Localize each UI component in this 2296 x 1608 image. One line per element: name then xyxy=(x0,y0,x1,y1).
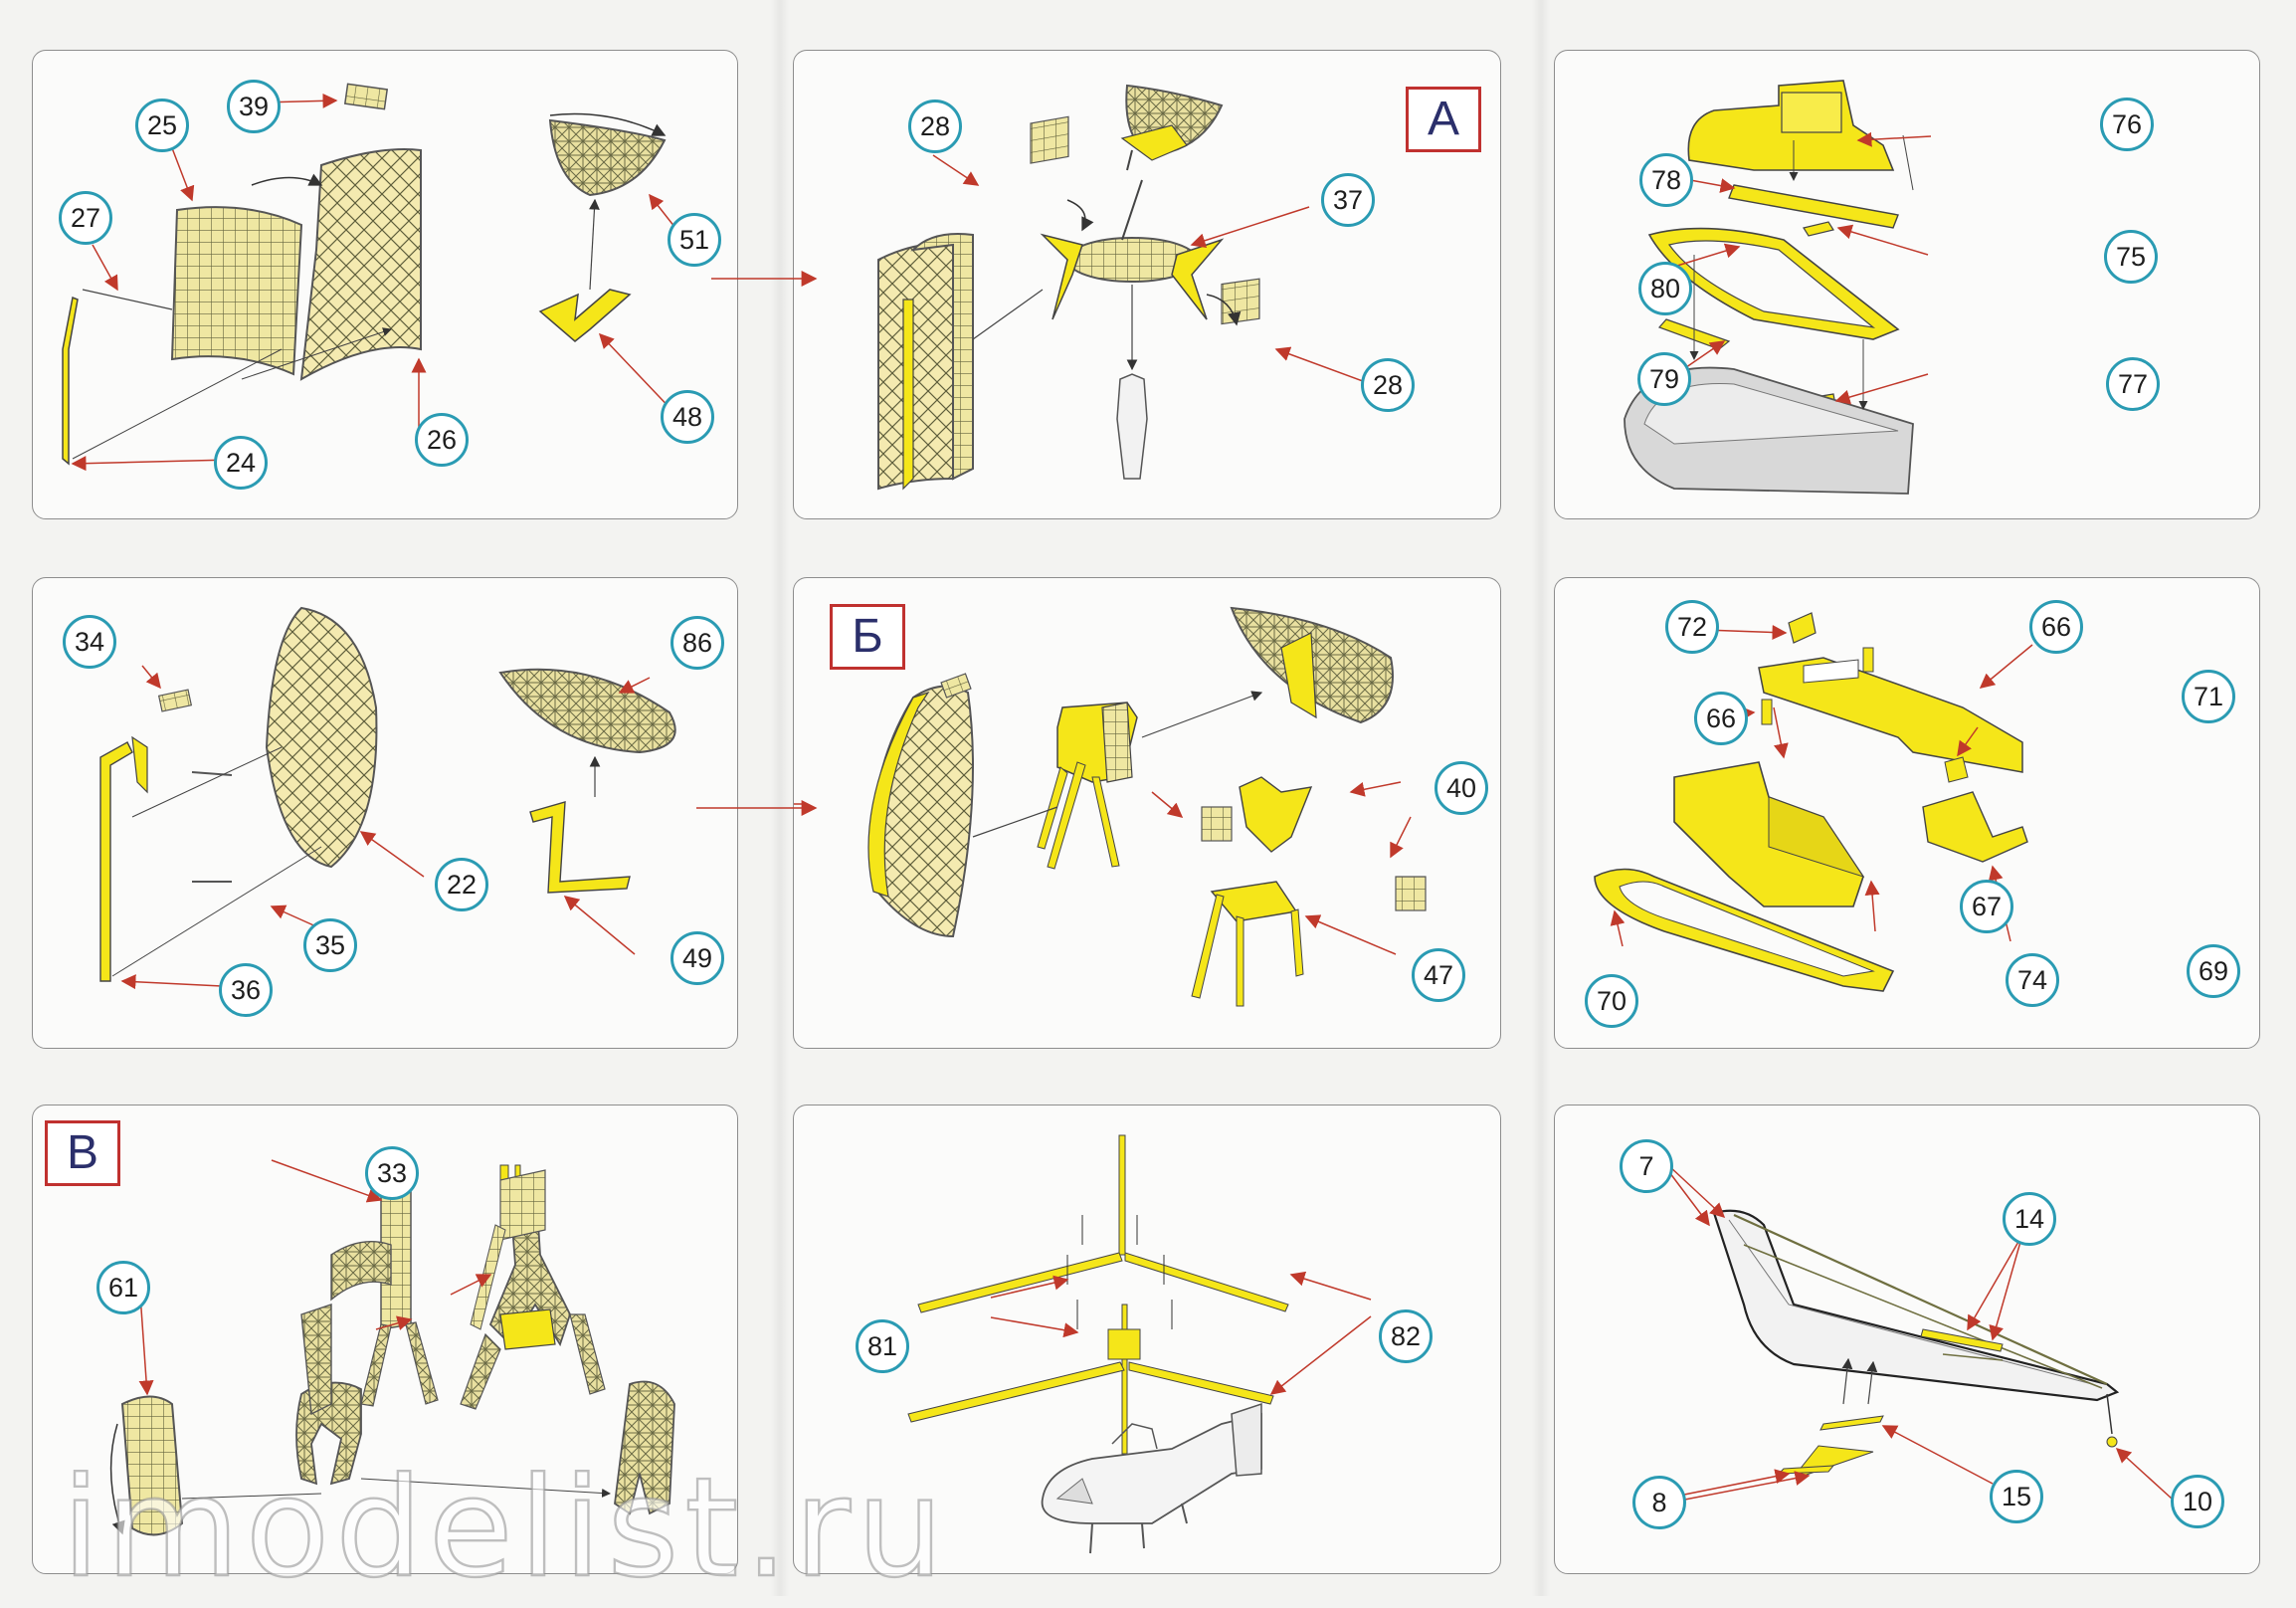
section-tag-c: В xyxy=(45,1120,120,1186)
panel-boat-assembly: 76 78 75 80 79 77 xyxy=(1554,50,2260,519)
frame-part xyxy=(1239,776,1313,853)
mast-part xyxy=(62,296,79,466)
callout-number: 51 xyxy=(668,213,721,267)
dish-part xyxy=(548,118,667,197)
mount-pylon-part xyxy=(1116,373,1148,480)
lattice-screen-part xyxy=(877,243,954,491)
crane-boom-part xyxy=(1712,1209,2120,1402)
panel-drawing xyxy=(907,1134,1372,1554)
callout-number: 8 xyxy=(1632,1476,1686,1529)
lattice-screen-part xyxy=(299,148,422,381)
callout-number: 28 xyxy=(908,100,962,153)
callout-number: 61 xyxy=(96,1261,150,1314)
panel-drawing xyxy=(99,606,676,990)
callout-number: 72 xyxy=(1665,600,1719,654)
mast-part xyxy=(99,741,133,982)
panel-drawing xyxy=(877,84,1372,491)
callout-number: 71 xyxy=(2182,670,2235,723)
callout-number: 40 xyxy=(1435,761,1488,815)
panel-mast-assembly-c: 33 61 В xyxy=(32,1105,738,1574)
callout-number: 14 xyxy=(2003,1192,2056,1246)
panel-antenna-assembly: 34 86 22 35 49 36 xyxy=(32,577,738,1049)
callout-number: 10 xyxy=(2171,1475,2224,1528)
small-grid-part xyxy=(1030,115,1069,164)
callout-number: 69 xyxy=(2187,944,2240,998)
callout-number: 25 xyxy=(135,99,189,152)
callout-number: 66 xyxy=(1694,692,1748,745)
callout-number: 78 xyxy=(1639,153,1693,207)
callout-number: 27 xyxy=(59,191,112,245)
callout-number: 35 xyxy=(303,918,357,972)
fold-line xyxy=(771,0,789,1596)
panel-radar-assembly-a: 28 37 28 А xyxy=(793,50,1501,519)
callout-number: 76 xyxy=(2100,98,2154,151)
callout-number: 28 xyxy=(1361,358,1415,412)
callout-number: 66 xyxy=(2029,600,2083,654)
small-plate-part xyxy=(343,83,389,110)
panel-drawing xyxy=(1594,612,2033,992)
grid-screen-part xyxy=(170,206,303,376)
callout-number: 26 xyxy=(415,413,469,467)
bracket-part xyxy=(529,801,631,894)
callout-number: 79 xyxy=(1637,352,1691,406)
panel-drawing xyxy=(794,606,1427,1007)
callout-number: 33 xyxy=(365,1146,419,1200)
callout-number: 67 xyxy=(1960,880,2013,933)
callout-number: 48 xyxy=(661,390,714,444)
panel-drawing xyxy=(1624,80,1932,495)
panel-drawing xyxy=(109,1159,675,1536)
callout-number: 34 xyxy=(63,615,116,669)
callout-number: 74 xyxy=(2006,953,2059,1007)
callout-number: 15 xyxy=(1990,1470,2043,1523)
callout-number: 81 xyxy=(856,1319,909,1373)
panel-radar-grid-assembly: 25 39 27 51 48 26 24 xyxy=(32,50,738,519)
panel-drawing xyxy=(62,83,683,472)
section-tag-a: А xyxy=(1406,87,1481,152)
callout-number: 7 xyxy=(1620,1139,1673,1193)
bracket-part xyxy=(1922,791,2028,863)
callout-number: 22 xyxy=(435,858,488,911)
bracket-part xyxy=(538,289,632,342)
callout-number: 82 xyxy=(1379,1309,1433,1363)
dish-part xyxy=(498,668,676,754)
fold-line xyxy=(1532,0,1550,1596)
callout-number: 49 xyxy=(670,931,724,985)
small-panel-part xyxy=(1788,612,1817,644)
tower-part xyxy=(614,1380,675,1515)
panel-cabin-assembly: 72 66 66 71 67 69 74 70 xyxy=(1554,577,2260,1049)
grid-screen-part xyxy=(120,1395,184,1536)
watermark: imodelist.ru xyxy=(61,1447,950,1608)
panel-rotor-assembly: 81 82 xyxy=(793,1105,1501,1574)
superstructure-part xyxy=(1758,657,2023,773)
small-grid-part xyxy=(1221,278,1260,325)
callout-number: 36 xyxy=(219,963,273,1017)
panel-antenna-assembly-b: 40 47 Б xyxy=(793,577,1501,1049)
callout-number: 39 xyxy=(227,80,281,133)
callout-number: 80 xyxy=(1638,262,1692,315)
callout-number: 24 xyxy=(214,436,268,490)
callout-number: 75 xyxy=(2104,230,2158,284)
callout-number: 37 xyxy=(1321,173,1375,227)
callout-number: 47 xyxy=(1412,948,1465,1002)
callout-number: 77 xyxy=(2106,357,2160,411)
antenna-mesh-part xyxy=(265,606,378,869)
panel-crane-assembly: 7 14 8 15 10 xyxy=(1554,1105,2260,1574)
callout-number: 86 xyxy=(670,616,724,670)
section-tag-b: Б xyxy=(830,604,905,670)
callout-number: 70 xyxy=(1585,974,1638,1028)
